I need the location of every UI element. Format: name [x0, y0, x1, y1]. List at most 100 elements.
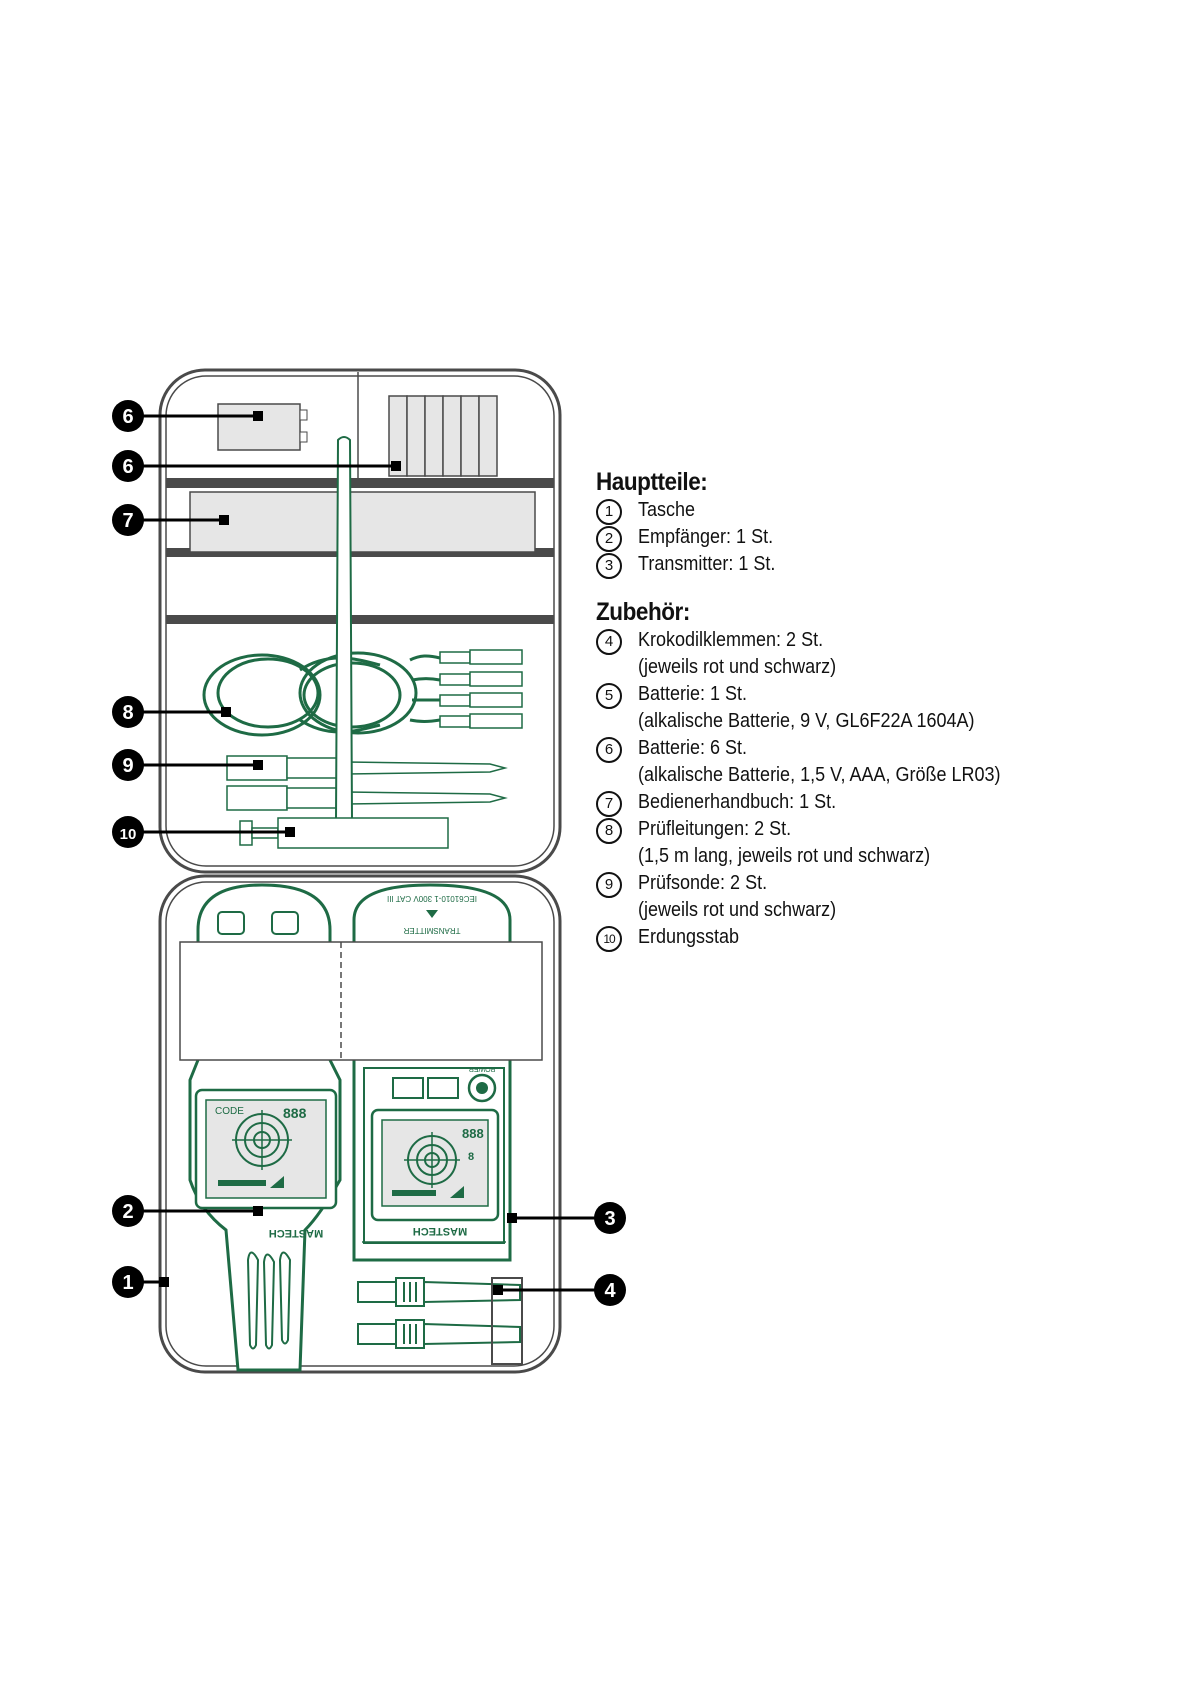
callout-circle: [112, 504, 144, 536]
legend-item: 8 Prüfleitungen: 2 St. (1,5 m lang, jeweil…: [596, 816, 1156, 870]
item-number-circle: 5: [596, 683, 622, 709]
callout-circle: [112, 816, 144, 848]
legend-item: 5 Batterie: 1 St. (alkalische Batterie, 9 …: [596, 681, 1156, 735]
item-text: Tasche: [638, 499, 696, 521]
tx-label: TRANSMITTER: [403, 926, 460, 935]
legend-item: 4 Krokodilklemmen: 2 St. (jeweils rot und …: [596, 627, 1156, 681]
item-text: Batterie: 6 St.: [638, 737, 748, 759]
callout-number: 2: [122, 1201, 133, 1223]
item-number-circle: 7: [596, 791, 622, 817]
callout-circle: [112, 1266, 144, 1298]
section-title: Hauptteile:: [596, 468, 708, 496]
manual: [189, 491, 536, 553]
tx-rating: IEC61010-1 300V CAT III: [387, 894, 477, 903]
item-text: Batterie: 1 St.: [638, 683, 748, 705]
item-subtext: (1,5 m lang, jeweils rot und schwarz): [638, 845, 931, 867]
callout-number: 10: [120, 826, 137, 843]
callout-number: 1: [122, 1272, 133, 1294]
antenna: [334, 436, 354, 821]
callout-number: 8: [122, 702, 133, 724]
crocodile-clips: [357, 1277, 523, 1365]
legend-item: 3 Transmitter: 1 St.: [596, 551, 1156, 579]
rx-digits: 888: [283, 1105, 307, 1121]
item-text: Transmitter: 1 St.: [638, 553, 776, 575]
callout-marker: 3: [507, 1202, 626, 1234]
callout-circle: [112, 696, 144, 728]
callout-circle: [112, 400, 144, 432]
callout-marker: 6: [112, 400, 263, 432]
legend-item: 6 Batterie: 6 St. (alkalische Batterie, 1,…: [596, 735, 1156, 789]
item-text: Empfänger: 1 St.: [638, 526, 774, 548]
item-text: Krokodilklemmen: 2 St.: [638, 629, 824, 651]
callout-marker: 10: [112, 816, 295, 848]
leader-end-square: [285, 827, 295, 837]
leader-end-square: [253, 411, 263, 421]
strap: [179, 941, 543, 1061]
tx-power: POWER: [469, 1065, 495, 1072]
callout-number: 3: [604, 1208, 615, 1230]
item-subtext: (jeweils rot und schwarz): [638, 899, 837, 921]
callout-circle: [112, 749, 144, 781]
callout-circle: [594, 1274, 626, 1306]
legend-item: 2 Empfänger: 1 St.: [596, 524, 1156, 552]
parts-list: 1 Tasche 2 Empfänger: 1 St. 3 Transmitter: 1 …: [596, 497, 1156, 579]
test-probes: [226, 755, 508, 811]
parts-legend: Hauptteile: 1 Tasche 2 Empfänger: 1 St. 3 Tra…: [596, 468, 1156, 952]
accessories-list: 4 Krokodilklemmen: 2 St. (jeweils rot und …: [596, 627, 1156, 952]
rx-label: CODE: [215, 1106, 244, 1117]
item-number-circle: 1: [596, 499, 622, 525]
callout-marker: 7: [112, 504, 229, 536]
item-text: Prüfleitungen: 2 St.: [638, 818, 792, 840]
callout-circle: [112, 450, 144, 482]
section-hauptteile: Hauptteile: 1 Tasche 2 Empfänger: 1 St. 3 Tra…: [596, 468, 1156, 579]
callout-marker: 8: [112, 696, 231, 728]
item-subtext: (jeweils rot und schwarz): [638, 656, 837, 678]
item-number-circle: 8: [596, 818, 622, 844]
tx-small-digit: 8: [468, 1151, 474, 1163]
callout-circle: [594, 1202, 626, 1234]
callout-number: 7: [122, 510, 133, 532]
callout-marker: 4: [493, 1274, 626, 1306]
item-text: Prüfsonde: 2 St.: [638, 872, 768, 894]
item-number-circle: 6: [596, 737, 622, 763]
callout-marker: 1: [112, 1266, 169, 1298]
test-lead-plugs: [439, 649, 523, 729]
tx-digits: 888: [462, 1126, 484, 1141]
callout-marker: 2: [112, 1195, 263, 1227]
callout-number: 4: [604, 1280, 616, 1302]
item-number-circle: 3: [596, 553, 622, 579]
legend-item: 1 Tasche: [596, 497, 1156, 525]
leader-end-square: [253, 1206, 263, 1216]
callout-marker: 6: [112, 450, 401, 482]
item-text: Erdungsstab: [638, 926, 740, 948]
section-zubehoer: Zubehör: 4 Krokodilklemmen: 2 St. (jeweils…: [596, 598, 1156, 952]
leader-end-square: [159, 1277, 169, 1287]
rx-brand: MASTECH: [269, 1227, 323, 1239]
item-number-circle: 2: [596, 526, 622, 552]
leader-end-square: [219, 515, 229, 525]
callout-marker: 9: [112, 749, 263, 781]
callout-number: 6: [122, 456, 133, 478]
leader-end-square: [253, 760, 263, 770]
tx-brand: MASTECH: [413, 1225, 467, 1237]
item-number-circle: 10: [596, 926, 622, 952]
aaa-batteries: [388, 395, 498, 477]
callout-circle: [112, 1195, 144, 1227]
section-title: Zubehör:: [596, 598, 690, 626]
legend-item: 10 Erdungsstab: [596, 924, 1156, 952]
item-number-circle: 4: [596, 629, 622, 655]
item-subtext: (alkalische Batterie, 1,5 V, AAA, Größe …: [638, 764, 1001, 786]
leader-end-square: [507, 1213, 517, 1223]
item-number-circle: 9: [596, 872, 622, 898]
callout-number: 6: [122, 406, 133, 428]
9v-battery: [217, 403, 308, 451]
legend-item: 9 Prüfsonde: 2 St. (jeweils rot und schwar…: [596, 870, 1156, 924]
callout-number: 9: [122, 755, 133, 777]
leader-end-square: [391, 461, 401, 471]
item-subtext: (alkalische Batterie, 9 V, GL6F22A 1604A…: [638, 710, 975, 732]
leader-end-square: [221, 707, 231, 717]
leader-end-square: [493, 1285, 503, 1295]
